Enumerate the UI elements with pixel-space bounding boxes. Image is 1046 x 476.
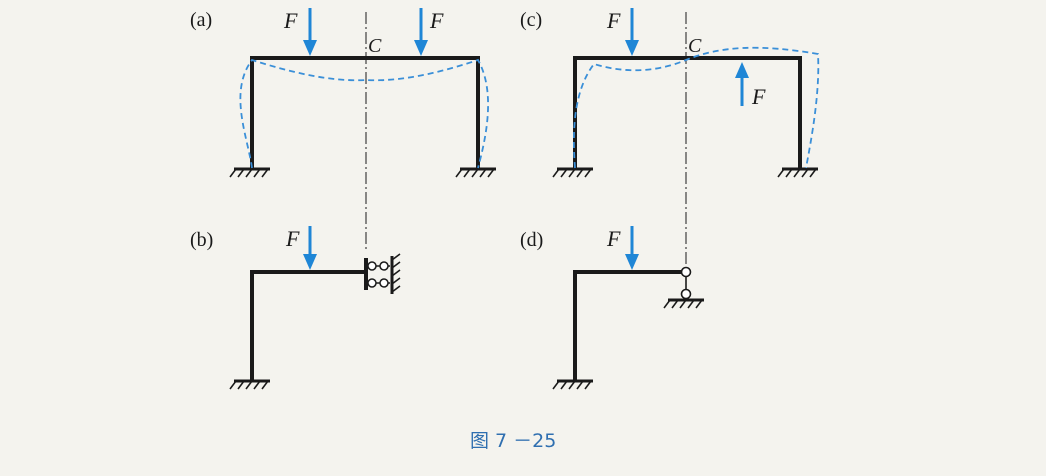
force-label-a-right: F [429,8,444,33]
fixed-support-b [228,379,272,391]
force-label-c-down: F [606,8,621,33]
force-label-d: F [606,226,621,251]
portal-frame-a [250,56,480,170]
roller-support-d [662,266,706,310]
force-arrowhead-b [303,254,317,270]
force-label-c-up: F [751,84,766,109]
point-c-label-a: C [368,35,382,57]
half-frame-b [250,270,368,382]
force-arrowhead-a-left [303,40,317,56]
panel-d-label: (d) [520,229,543,251]
panel-a: (a) F F C [190,8,498,250]
fixed-support-d [551,379,595,391]
fixed-support-a-right [454,167,498,179]
force-label-b: F [285,226,300,251]
panel-d: (d) F [520,226,706,391]
sliding-support-b [364,253,401,294]
force-arrowhead-a-right [414,40,428,56]
point-c-label-c: C [688,35,702,57]
deflected-shape-c [573,46,820,169]
panel-c: (c) F F C [520,8,820,264]
panel-b: (b) F [190,226,401,391]
portal-frame-c [573,56,802,170]
panel-c-label: (c) [520,9,542,31]
fixed-support-c-left [551,167,595,179]
figure-caption: 图 7 －25 [470,430,556,452]
half-frame-d [573,270,686,382]
deflected-shape-a [239,58,489,169]
panel-a-label: (a) [190,9,212,31]
fixed-support-c-right [776,167,820,179]
panel-b-label: (b) [190,229,213,251]
fixed-support-a-left [228,167,272,179]
force-arrowhead-c-down [625,40,639,56]
force-arrowhead-d [625,254,639,270]
force-label-a-left: F [283,8,298,33]
force-arrowhead-c-up [735,62,749,78]
